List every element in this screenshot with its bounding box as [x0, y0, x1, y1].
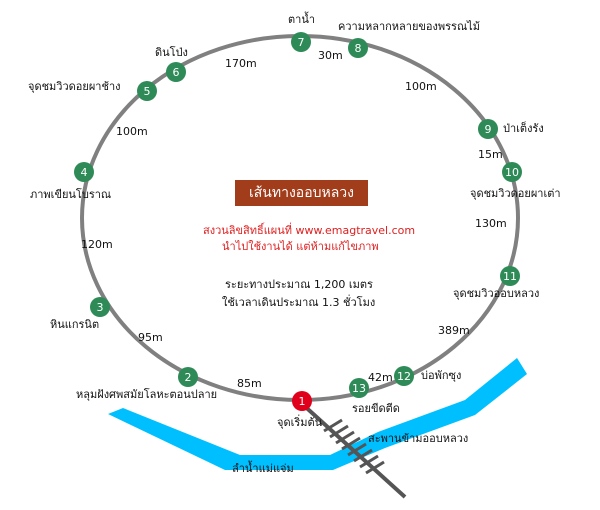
station-label-13: รอยขีดตีด — [352, 402, 400, 415]
station-number-6: 6 — [173, 66, 180, 79]
station-number-9: 9 — [485, 123, 492, 136]
station-label-9: ป่าเต็งรัง — [503, 122, 544, 135]
station-dot-7 — [291, 32, 311, 52]
station-dot-11 — [500, 266, 520, 286]
station-marker-10: 10 — [502, 162, 522, 182]
station-marker-7: 7 — [291, 32, 311, 52]
station-dot-5 — [137, 81, 157, 101]
distance-8-9: 100m — [405, 80, 437, 93]
station-marker-6: 6 — [166, 62, 186, 82]
station-number-7: 7 — [298, 36, 305, 49]
station-label-2: หลุมฝังศพสมัยโลหะตอนปลาย — [76, 388, 218, 401]
copyright-line-1: สงวนลิขสิทธิ์แผนที่ www.emagtravel.com — [203, 224, 416, 237]
station-dot-9 — [478, 119, 498, 139]
station-number-4: 4 — [81, 166, 88, 179]
distance-12-13: 42m — [368, 371, 393, 384]
distance-10-11: 130m — [475, 217, 507, 230]
river-label: ลำน้ำแม่แจ่ม — [232, 462, 294, 475]
station-marker-11: 11 — [500, 266, 520, 286]
station-marker-1: 1 — [292, 391, 312, 411]
distance-info: ระยะทางประมาณ 1,200 เมตร — [225, 278, 373, 291]
distance-6-7: 170m — [225, 57, 257, 70]
station-label-1: จุดเริ่มต้น — [277, 416, 323, 429]
bridge-label: สะพานข้ามออบหลวง — [368, 432, 469, 445]
station-dot-4 — [74, 162, 94, 182]
map-title: เส้นทางออบหลวง — [235, 180, 368, 206]
distance-7-8: 30m — [318, 49, 343, 62]
station-marker-12: 12 — [394, 366, 414, 386]
station-dot-2 — [178, 367, 198, 387]
bridge — [298, 400, 407, 499]
station-label-3: หินแกรนิต — [50, 318, 100, 331]
station-number-12: 12 — [397, 370, 411, 383]
station-marker-5: 5 — [137, 81, 157, 101]
station-label-10: จุดชมวิวดอยผาเต่า — [470, 187, 561, 200]
station-label-11: จุดชมวิวออบหลวง — [453, 287, 540, 300]
station-dot-1 — [292, 391, 312, 411]
station-number-1: 1 — [299, 395, 306, 408]
station-label-12: บ่อพักซุง — [421, 369, 462, 382]
station-label-5: จุดชมวิวดอยผาช้าง — [28, 80, 121, 93]
distance-3-4: 120m — [81, 238, 113, 251]
station-dot-3 — [90, 297, 110, 317]
station-number-11: 11 — [503, 270, 517, 283]
station-number-13: 13 — [352, 382, 366, 395]
station-dot-10 — [502, 162, 522, 182]
station-dot-12 — [394, 366, 414, 386]
station-dot-6 — [166, 62, 186, 82]
copyright-line-2: นำไปใช้งานได้ แต่ห้ามแก้ไขภาพ — [222, 240, 379, 253]
station-number-3: 3 — [97, 301, 104, 314]
distance-11-12: 389m — [438, 324, 470, 337]
station-number-5: 5 — [144, 85, 151, 98]
station-marker-13: 13 — [349, 378, 369, 398]
station-marker-9: 9 — [478, 119, 498, 139]
station-number-8: 8 — [355, 42, 362, 55]
duration-info: ใช้เวลาเดินประมาณ 1.3 ชั่วโมง — [222, 296, 376, 309]
station-number-2: 2 — [185, 371, 192, 384]
station-marker-4: 4 — [74, 162, 94, 182]
distance-1-2: 85m — [237, 377, 262, 390]
distance-2-3: 95m — [138, 331, 163, 344]
distance-4-5: 100m — [116, 125, 148, 138]
station-label-6: ดินโป่ง — [155, 46, 188, 59]
distance-9-10: 15m — [478, 148, 503, 161]
station-dot-13 — [349, 378, 369, 398]
station-marker-2: 2 — [178, 367, 198, 387]
station-marker-3: 3 — [90, 297, 110, 317]
station-marker-8: 8 — [348, 38, 368, 58]
station-label-4: ภาพเขียนโบราณ — [30, 188, 112, 201]
station-dot-8 — [348, 38, 368, 58]
station-label-7: ตาน้ำ — [288, 13, 316, 26]
river — [108, 358, 527, 470]
station-label-8: ความหลากหลายของพรรณไม้ — [338, 20, 480, 33]
station-number-10: 10 — [505, 166, 519, 179]
